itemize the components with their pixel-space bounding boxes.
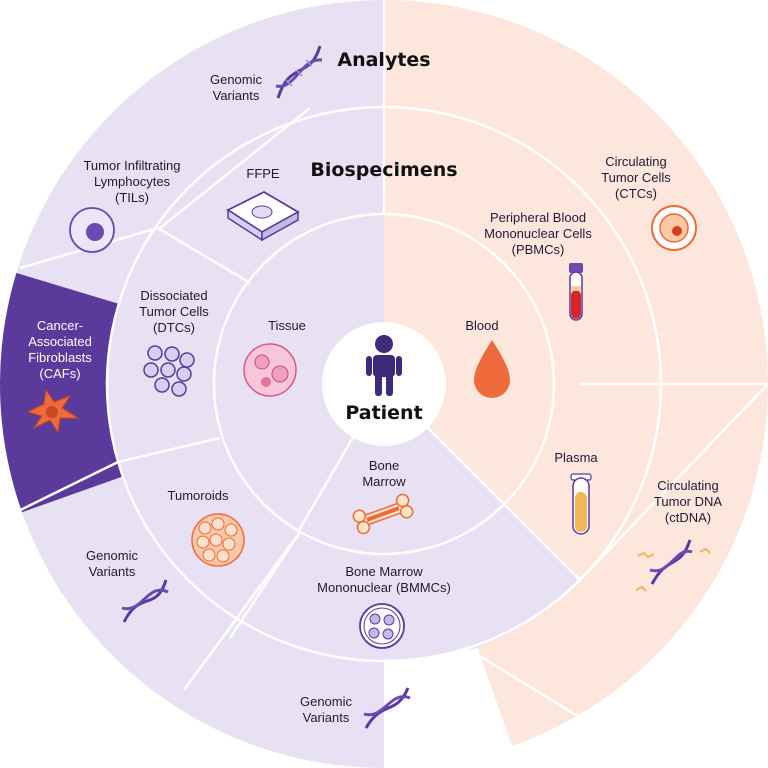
pbmc-label-2: Mononuclear Cells bbox=[484, 226, 592, 241]
ctcs-label-3: (CTCs) bbox=[615, 186, 657, 201]
dna-icon bbox=[363, 687, 411, 729]
pbmc-label-3: (PBMCs) bbox=[512, 242, 565, 257]
bmmc-label-2: Mononuclear (BMMCs) bbox=[317, 580, 451, 595]
ctdna-label-2: Tumor DNA bbox=[654, 494, 722, 509]
bmmc-dish-icon bbox=[359, 603, 405, 649]
blood-tube-icon bbox=[569, 263, 583, 321]
tissue-icon bbox=[243, 343, 297, 397]
genomic-top-label-1: Genomic bbox=[210, 72, 263, 87]
ctdna-label-1: Circulating bbox=[657, 478, 718, 493]
genomic-bottom-label-1: Genomic bbox=[300, 694, 353, 709]
dna-icon bbox=[635, 539, 711, 592]
dna-icon bbox=[275, 45, 323, 99]
middle-ring-title: Biospecimens bbox=[310, 159, 457, 181]
cafs-label-1: Cancer- bbox=[37, 318, 83, 333]
tils-label-1: Tumor Infiltrating bbox=[83, 158, 180, 173]
center-title: Patient bbox=[345, 402, 422, 424]
person-icon bbox=[366, 335, 402, 396]
ffpe-label: FFPE bbox=[246, 166, 280, 181]
tils-label-3: (TILs) bbox=[115, 190, 149, 205]
cafs-label-2: Associated bbox=[28, 334, 92, 349]
bone-marrow-label-2: Marrow bbox=[362, 474, 406, 489]
fibroblast-icon bbox=[26, 388, 80, 434]
blood-label: Blood bbox=[465, 318, 498, 333]
plasma-label: Plasma bbox=[554, 450, 598, 465]
genomic-left-label-2: Variants bbox=[89, 564, 136, 579]
dtc-label-1: Dissociated bbox=[140, 288, 207, 303]
outer-ring-title: Analytes bbox=[337, 49, 430, 71]
middle-ring-bg-bottom bbox=[384, 384, 580, 650]
middle-ring-bg-right bbox=[384, 106, 662, 580]
cafs-label-4: (CAFs) bbox=[39, 366, 80, 381]
tils-label-2: Lymphocytes bbox=[94, 174, 171, 189]
ffpe-slide-icon bbox=[226, 190, 300, 242]
dna-icon bbox=[121, 579, 169, 623]
genomic-bottom-label-2: Variants bbox=[303, 710, 350, 725]
ctc-cell-icon bbox=[651, 205, 697, 251]
dtc-label-3: (DTCs) bbox=[153, 320, 195, 335]
bone-icon bbox=[352, 493, 414, 535]
genomic-top-label-2: Variants bbox=[213, 88, 260, 103]
tumoroid-icon bbox=[191, 513, 245, 567]
cell-cluster-icon bbox=[143, 345, 195, 397]
tissue-label: Tissue bbox=[268, 318, 306, 333]
pbmc-label-1: Peripheral Blood bbox=[490, 210, 586, 225]
bone-marrow-label-1: Bone bbox=[369, 458, 399, 473]
tumoroids-label: Tumoroids bbox=[168, 488, 229, 503]
dtc-label-2: Tumor Cells bbox=[139, 304, 209, 319]
ctcs-label-1: Circulating bbox=[605, 154, 666, 169]
genomic-left-label-1: Genomic bbox=[86, 548, 139, 563]
ctdna-label-3: (ctDNA) bbox=[665, 510, 711, 525]
cafs-label-3: Fibroblasts bbox=[28, 350, 92, 365]
plasma-tube-icon bbox=[570, 473, 592, 535]
ctcs-label-2: Tumor Cells bbox=[601, 170, 671, 185]
til-cell-icon bbox=[69, 207, 115, 253]
blood-drop-icon bbox=[474, 340, 510, 398]
bmmc-label-1: Bone Marrow bbox=[345, 564, 423, 579]
center-circle bbox=[322, 322, 446, 446]
